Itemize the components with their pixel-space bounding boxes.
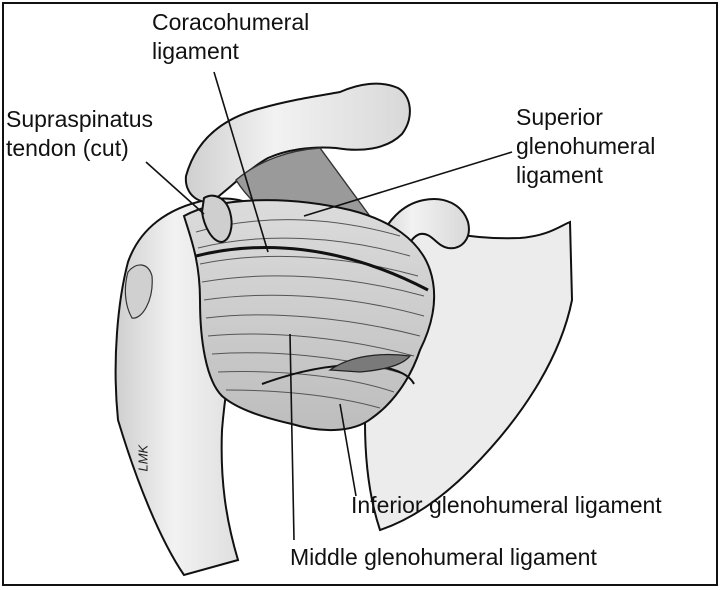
- ligament-fibers: [195, 219, 425, 409]
- label-superior-glenohumeral-ligament: Superior glenohumeral ligament: [516, 103, 655, 190]
- label-line: glenohumeral: [516, 133, 656, 159]
- leader-lines: [145, 71, 513, 541]
- acromion-bone: [184, 82, 411, 203]
- artist-signature: LMK: [135, 444, 151, 472]
- label-supraspinatus-tendon: Supraspinatus tendon (cut): [6, 105, 153, 163]
- greater-tubercle: [124, 264, 153, 319]
- label-line: Superior: [516, 104, 603, 130]
- inner-recess: [328, 353, 412, 373]
- ligament-edge-dark: [195, 246, 429, 292]
- label-middle-glenohumeral-ligament: Middle glenohumeral ligament: [290, 544, 597, 570]
- label-line: ligament: [516, 162, 603, 188]
- label-line: tendon (cut): [6, 135, 129, 161]
- label-line: Coracohumeral: [152, 9, 310, 35]
- label-line: Supraspinatus: [6, 106, 154, 132]
- label-inferior-glenohumeral-ligament: Inferior glenohumeral ligament: [351, 492, 662, 518]
- supraspinatus-tendon: [200, 194, 233, 244]
- label-line: ligament: [152, 38, 239, 64]
- label-coracohumeral-ligament: Coracohumeral ligament: [152, 8, 309, 66]
